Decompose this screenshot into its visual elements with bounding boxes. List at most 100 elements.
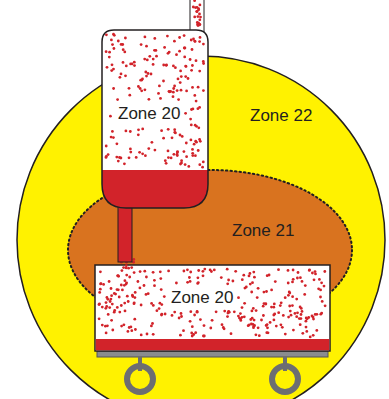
dust-particle xyxy=(198,40,201,43)
dust-particle xyxy=(113,34,116,37)
dust-particle xyxy=(190,108,193,111)
dust-particle xyxy=(306,317,309,320)
dust-particle xyxy=(197,276,200,279)
dust-particle xyxy=(106,66,109,69)
dust-particle xyxy=(189,118,192,121)
dust-particle xyxy=(277,311,280,314)
container-vessel: Zone 20 xyxy=(95,265,330,351)
cart-wheel xyxy=(127,366,153,392)
dust-particle xyxy=(183,56,186,59)
dust-particle xyxy=(111,63,114,66)
dust-particle xyxy=(168,51,171,54)
dust-particle xyxy=(188,276,191,279)
dust-particle xyxy=(130,266,133,269)
dust-particle xyxy=(249,318,252,321)
dust-particle xyxy=(128,276,131,279)
dust-particle xyxy=(244,287,247,290)
dust-particle xyxy=(179,70,182,73)
dust-particle xyxy=(222,326,225,329)
dust-particle xyxy=(157,92,160,95)
dust-particle xyxy=(290,314,293,317)
dust-particle xyxy=(291,304,294,307)
dust-particle xyxy=(198,13,201,16)
zone-label: Zone 22 xyxy=(250,106,312,125)
dust-particle xyxy=(318,278,321,281)
dust-particle xyxy=(141,128,144,131)
dust-particle xyxy=(202,274,205,277)
dust-particle xyxy=(184,112,187,115)
dust-particle xyxy=(137,133,140,136)
dust-particle xyxy=(211,319,214,322)
dust-particle xyxy=(292,329,295,332)
dust-particle xyxy=(190,332,193,335)
dust-particle xyxy=(227,310,230,313)
dust-particle xyxy=(110,319,113,322)
dust-particle xyxy=(199,4,202,7)
dust-particle xyxy=(185,142,188,145)
dust-particle xyxy=(98,303,101,306)
dust-particle xyxy=(100,282,103,285)
dust-particle xyxy=(155,55,158,58)
dust-particle xyxy=(299,323,302,326)
dust-particle xyxy=(291,281,294,284)
zone-label: Zone 20 xyxy=(118,104,180,123)
dust-particle xyxy=(249,272,252,275)
dust-particle xyxy=(129,148,132,151)
dust-particle xyxy=(185,155,188,158)
dust-particle xyxy=(174,132,177,135)
dust-particle xyxy=(162,137,165,140)
dust-particle xyxy=(189,320,192,323)
dust-particle xyxy=(152,333,155,336)
dust-particle xyxy=(323,270,326,273)
dust-particle xyxy=(202,270,205,273)
dust-particle xyxy=(124,279,127,282)
dust-particle xyxy=(116,306,119,309)
dust-particle xyxy=(112,136,115,139)
dust-particle xyxy=(180,315,183,318)
dust-particle xyxy=(197,149,200,152)
dust-particle xyxy=(194,331,197,334)
container-vessel-shape xyxy=(95,265,330,351)
dust-particle xyxy=(265,290,268,293)
dust-particle xyxy=(256,296,259,299)
dust-particle xyxy=(165,64,168,67)
dust-particle xyxy=(312,316,315,319)
dust-particle xyxy=(140,334,143,337)
dust-particle xyxy=(186,268,189,271)
dust-particle xyxy=(172,95,175,98)
hopper-vessel: Zone 20 xyxy=(102,30,208,208)
dust-particle xyxy=(185,65,188,68)
dust-particle xyxy=(127,300,130,303)
dust-particle xyxy=(193,0,196,2)
dust-particle xyxy=(128,94,131,97)
dust-particle xyxy=(122,61,125,64)
dust-particle xyxy=(101,306,104,309)
dust-particle xyxy=(113,47,116,50)
dust-particle xyxy=(265,331,268,334)
dust-particle xyxy=(199,318,202,321)
dust-particle xyxy=(195,141,198,144)
dust-particle xyxy=(140,43,143,46)
dust-particle xyxy=(140,304,143,307)
dust-particle xyxy=(139,79,142,82)
dust-particle xyxy=(119,76,122,79)
dust-particle xyxy=(171,314,174,317)
dust-particle xyxy=(292,278,295,281)
dust-particle xyxy=(234,270,237,273)
dust-particle xyxy=(194,6,197,9)
zone-label: Zone 21 xyxy=(232,221,294,240)
dust-particle xyxy=(288,305,291,308)
dust-particle xyxy=(125,283,128,286)
dust-particle xyxy=(110,287,113,290)
dust-particle xyxy=(154,149,157,152)
dust-particle xyxy=(266,323,269,326)
dust-particle xyxy=(172,91,175,94)
dust-particle xyxy=(124,74,127,77)
dust-particle xyxy=(163,46,166,49)
dust-particle xyxy=(139,87,142,90)
dust-particle xyxy=(194,124,197,127)
cart-wheel xyxy=(272,366,298,392)
dust-particle xyxy=(232,280,235,283)
dust-particle xyxy=(196,10,199,13)
dust-particle xyxy=(133,271,136,274)
